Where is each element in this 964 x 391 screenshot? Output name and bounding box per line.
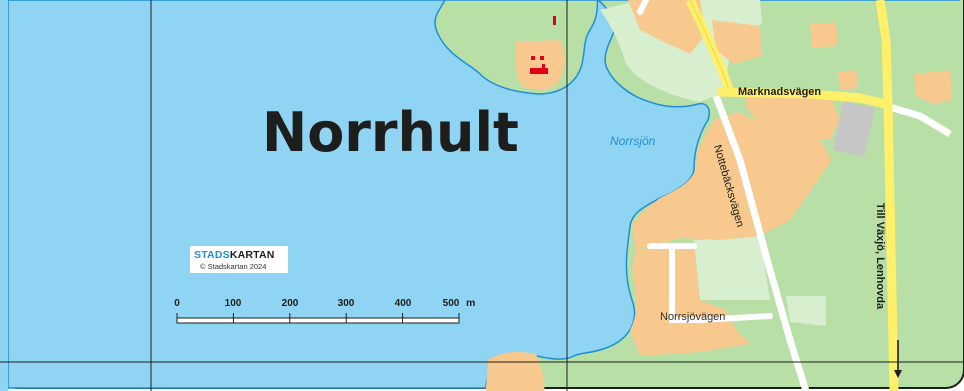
- scale-bar: [176, 317, 460, 324]
- building: [531, 56, 535, 60]
- built-area: [914, 70, 952, 104]
- road-marknadsvagen: [717, 87, 888, 109]
- built-area: [810, 22, 838, 48]
- built-area: [712, 20, 762, 64]
- building: [553, 16, 556, 25]
- built-area: [746, 90, 840, 140]
- building: [540, 56, 544, 60]
- road-main-north-edge: [689, 0, 731, 93]
- direction-arrow-head: [894, 370, 902, 378]
- built-area: [630, 244, 750, 356]
- building: [542, 64, 545, 70]
- road-minor: [885, 102, 952, 138]
- industrial-building: [833, 101, 875, 157]
- field-patch: [786, 296, 826, 326]
- road-to-vaxjo: [875, 0, 899, 391]
- road-norrsjovagen: [647, 243, 773, 323]
- built-area: [838, 70, 858, 90]
- peninsula-built-area: [515, 40, 565, 91]
- built-area: [632, 112, 832, 250]
- field-patch: [694, 236, 770, 300]
- road-nottebacksvagen: [712, 94, 810, 391]
- built-area: [486, 352, 545, 391]
- built-area: [628, 0, 706, 54]
- building: [530, 68, 548, 74]
- road-minor: [637, 0, 649, 15]
